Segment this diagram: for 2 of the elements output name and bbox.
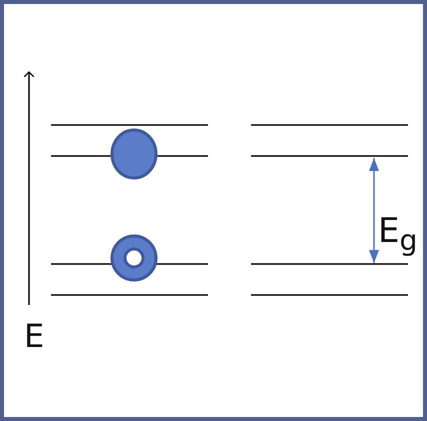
axis-label: E [24,320,44,352]
band-gap-label: E$_{g}$ [378,214,418,256]
